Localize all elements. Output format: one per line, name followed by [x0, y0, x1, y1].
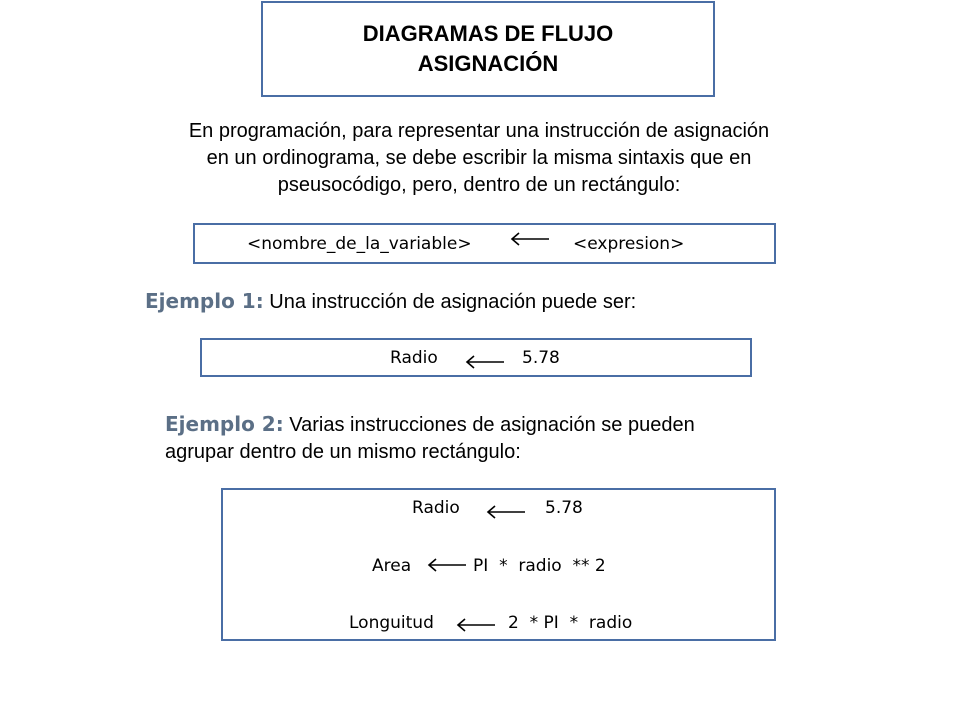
syntax-expression: <expresion>: [573, 234, 685, 254]
example-2-row-2-value: PI * radio ** 2: [473, 556, 606, 576]
left-arrow-icon: [465, 355, 504, 369]
title-line-1: DIAGRAMAS DE FLUJO: [362, 21, 614, 46]
example-1-value: 5.78: [522, 348, 560, 368]
title-line-2: ASIGNACIÓN: [417, 51, 559, 76]
example-2-box: Radio 5.78 Area PI * radio ** 2 Longuitu…: [221, 488, 776, 641]
example-2-text-line-1: Varias instrucciones de asignación se pu…: [283, 414, 695, 436]
left-arrow-icon: [486, 505, 525, 519]
example-2-row-3-value: 2 * PI * radio: [508, 613, 633, 633]
left-arrow-icon: [456, 618, 495, 632]
syntax-box: <nombre_de_la_variable> <expresion>: [193, 223, 776, 264]
intro-paragraph: En programación, para representar una in…: [120, 118, 838, 199]
example-2-row-3-variable: Longuitud: [349, 613, 434, 633]
intro-line-3: pseusocódigo, pero, dentro de un rectáng…: [277, 174, 681, 196]
left-arrow-icon: [427, 558, 466, 572]
example-2-row-1-value: 5.78: [545, 498, 583, 518]
example-1-keyword: Ejemplo 1:: [145, 289, 264, 313]
example-1-label: Ejemplo 1: Una instrucción de asignación…: [145, 288, 636, 316]
title-box: DIAGRAMAS DE FLUJO ASIGNACIÓN: [261, 1, 715, 97]
example-2-label: Ejemplo 2: Varias instrucciones de asign…: [165, 411, 695, 466]
syntax-variable: <nombre_de_la_variable>: [247, 234, 472, 254]
example-1-variable: Radio: [390, 348, 438, 368]
intro-line-1: En programación, para representar una in…: [188, 120, 770, 142]
example-2-keyword: Ejemplo 2:: [165, 412, 284, 436]
left-arrow-icon: [510, 232, 549, 246]
example-2-text-line-2: agrupar dentro de un mismo rectángulo:: [165, 441, 521, 463]
example-2-row-1-variable: Radio: [412, 498, 460, 518]
intro-line-2: en un ordinograma, se debe escribir la m…: [206, 147, 752, 169]
example-1-text: Una instrucción de asignación puede ser:: [263, 291, 637, 313]
example-2-row-2-variable: Area: [372, 556, 412, 576]
example-1-box: Radio 5.78: [200, 338, 752, 377]
